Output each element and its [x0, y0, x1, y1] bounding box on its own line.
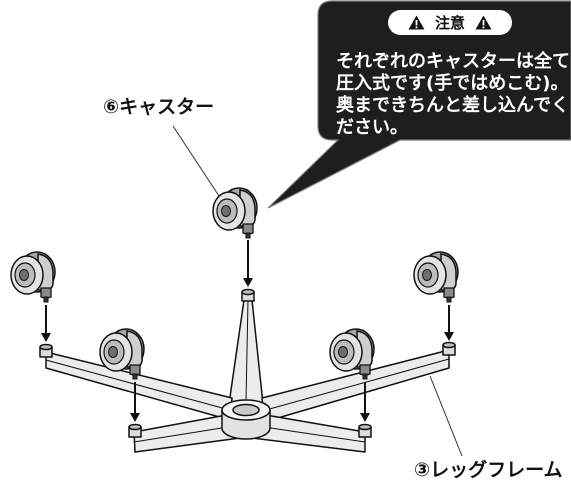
leg-frame-leader-line	[429, 375, 463, 457]
warning-icon	[475, 15, 492, 30]
caster-icon	[413, 251, 459, 303]
leg-ridge	[133, 426, 229, 443]
arrow-down-icon	[360, 382, 370, 422]
leg-ridge	[265, 358, 450, 411]
leg-frame	[39, 288, 456, 453]
leg-socket	[442, 341, 456, 356]
warning-icon	[408, 15, 425, 30]
leg-socket	[128, 423, 142, 438]
arrow-down-icon	[243, 240, 253, 287]
leg-socket	[358, 423, 372, 438]
callout-line: 奥まできちんと差し込んでく	[336, 95, 570, 116]
caster-label: ⑥キャスター	[103, 96, 215, 118]
leg-socket	[39, 343, 53, 358]
caster-icon	[10, 251, 56, 303]
leg-socket	[241, 288, 255, 302]
caster-leader-line	[172, 125, 220, 197]
hub-socket	[232, 403, 260, 417]
caution-label: 注意	[434, 14, 465, 32]
leg-ridge	[263, 426, 366, 443]
callout-text: それぞれのキャスターは全て 圧入式です(手ではめこむ)。 奥まできちんと差し込ん…	[336, 51, 571, 141]
caster-icon	[212, 187, 258, 239]
callout-line: ださい。	[336, 117, 408, 138]
callout-line: それぞれのキャスターは全て	[336, 51, 570, 72]
insert-arrows	[41, 240, 454, 422]
caster-icon	[329, 328, 375, 380]
arrow-down-icon	[41, 305, 51, 342]
arrow-down-icon	[444, 305, 454, 341]
arrow-down-icon	[130, 382, 140, 422]
leg-frame-label: ③レッグフレーム	[414, 459, 563, 481]
callout-bubble	[267, 0, 571, 209]
caution-badge: 注意	[388, 10, 512, 35]
leg-ridge	[245, 299, 249, 403]
callout-line: 圧入式です(手ではめこむ)。	[336, 73, 569, 94]
